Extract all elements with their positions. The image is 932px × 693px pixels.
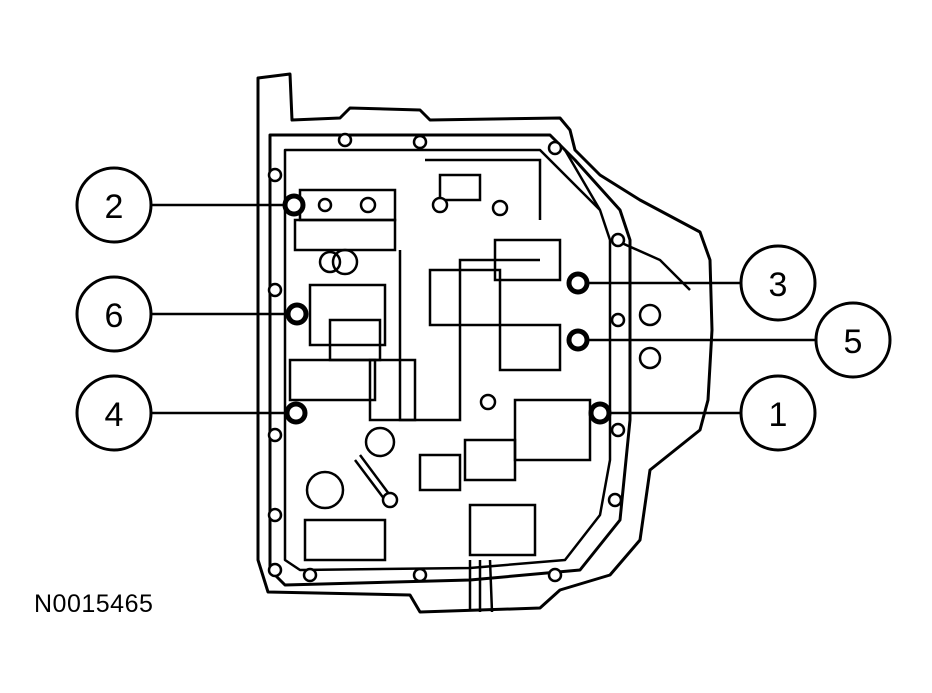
transmission-case-outline xyxy=(256,72,714,614)
callout-4: 4 xyxy=(75,374,153,452)
valve-components xyxy=(288,149,691,613)
svg-text:5: 5 xyxy=(844,323,863,361)
svg-text:6: 6 xyxy=(105,297,124,335)
bolt-1 xyxy=(588,401,612,425)
callout-3: 3 xyxy=(739,244,817,322)
target-bolts xyxy=(282,193,612,425)
callout-1: 1 xyxy=(739,374,817,452)
gasket-outline xyxy=(283,148,612,572)
valve-body-plate xyxy=(268,133,632,587)
callout-2: 2 xyxy=(75,166,153,244)
svg-text:2: 2 xyxy=(105,188,124,226)
callout-5: 5 xyxy=(814,301,892,379)
svg-text:4: 4 xyxy=(105,396,124,434)
bolt-3 xyxy=(566,271,590,295)
bolt-4 xyxy=(284,401,308,425)
bolt-6 xyxy=(285,302,309,326)
svg-text:1: 1 xyxy=(769,396,788,434)
leader-lines xyxy=(151,203,816,415)
bolt-5 xyxy=(566,328,590,352)
bolt-2 xyxy=(282,193,306,217)
callout-6: 6 xyxy=(75,275,153,353)
perimeter-bolts xyxy=(267,132,626,583)
callouts: 2 6 4 3 5 1 xyxy=(75,166,892,452)
figure-id: N0015465 xyxy=(34,590,154,618)
svg-text:3: 3 xyxy=(769,266,788,304)
